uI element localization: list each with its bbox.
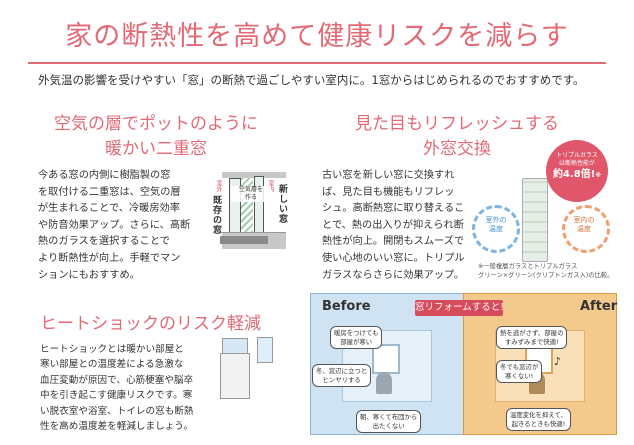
- body-line: や防音効果アップ。さらに、高断: [38, 219, 191, 231]
- music-note-icon: ♪: [554, 355, 562, 368]
- washroom-window-icon: [257, 337, 273, 363]
- before-bubble-morning: 朝、寒くて布団から 出たくない: [356, 410, 422, 433]
- badge-line2: は断熱性能が: [558, 160, 595, 167]
- inside-flow-icon: [562, 205, 610, 253]
- bubble-line: 起きるときも快適!: [511, 419, 566, 428]
- outside-temp-line2: 温度: [489, 225, 503, 233]
- bubble-line: 熱を逃がさず、部屋の: [500, 329, 564, 337]
- triple-glass-note: ※一般複層ガラスとトリプルガラス グリーン×グリーン(クリプトンガス入)の比較。: [478, 262, 614, 280]
- bubble-line: 出たくない: [372, 421, 405, 430]
- before-bubble-window-cold: 冬、窓辺に立つと ヒンヤリする: [312, 364, 372, 387]
- body-line: とで、熱の出入りが抑えられ断: [322, 219, 464, 231]
- after-bubble-window-warm: 冬でも窓辺が 寒くない!: [496, 360, 543, 383]
- body-line: 血圧変動が原因で、心筋梗塞や脳卒: [40, 374, 194, 386]
- heat-shock-heading: ヒートショックのリスク軽減: [40, 314, 261, 334]
- double-window-heading-line2: 暖かい二重窓: [105, 139, 207, 159]
- triple-glass-badge: トリプルガラス は断熱性能が 約4.8倍!※: [546, 140, 608, 202]
- body-line: 熱のガラスを選択することで: [38, 236, 170, 248]
- before-bubble-heating: 暖房をつけても 部屋が寒い: [330, 326, 383, 349]
- note-line1: ※一般複層ガラスとトリプルガラス: [478, 263, 578, 270]
- window-exchange-heading: 見た目もリフレッシュする 外窓交換: [316, 112, 598, 162]
- badge-line3: 約4.8倍!: [552, 169, 596, 180]
- triple-glass-pane-icon: [522, 178, 548, 262]
- washroom-vanity-icon: [220, 353, 250, 399]
- bubble-line: 寒くない!: [505, 371, 534, 380]
- double-window-heading: 空気の層でポットのように 暖かい二重窓: [30, 112, 282, 162]
- body-line: い脱衣室や浴室、トイレの窓も断熱: [40, 405, 194, 417]
- after-bubble-morning: 温度変化を抑えて、 起きるときも快適!: [506, 408, 571, 431]
- air-layer-label-line1: 空気層を: [238, 186, 263, 193]
- bubble-line: ヒンヤリする: [322, 375, 361, 384]
- bubble-line: 温度変化を抑えて、: [510, 411, 567, 419]
- body-line: ば、見た目も機能もリフレッ: [322, 186, 455, 198]
- lead-text: 外気温の影響を受けやすい「窓」の断熱で過ごしやすい室内に。1窓からはじめられるの…: [38, 73, 585, 87]
- air-layer-label: 空気層を 作る: [231, 186, 271, 202]
- window-reform-badge: 窓リフォームすると!: [415, 300, 504, 316]
- body-line: ヒートショックとは暖かい部屋と: [40, 344, 184, 355]
- body-line: シュ。高断熱窓に取り替えるこ: [322, 203, 465, 215]
- inside-temp-label: 室内の 温度: [560, 216, 608, 234]
- before-label: Before: [322, 299, 371, 314]
- heat-shock-body: ヒートショックとは暖かい部屋と 寒い部屋との温度差による急激な 血圧変動が原因で…: [40, 342, 220, 434]
- body-line: 寒い部屋との温度差による急激な: [40, 359, 184, 371]
- inside-temp-line1: 室内の: [573, 216, 595, 224]
- body-line: 熱性が向上。開閉もスムーズで: [322, 236, 465, 248]
- badge-sup: ※: [595, 172, 602, 179]
- air-layer-label-line2: 作る: [244, 194, 257, 201]
- bubble-line: すみずみまで快適!: [504, 337, 559, 346]
- existing-window-label: 既存の窓: [211, 195, 221, 235]
- body-line: ションにもおすすめ。: [38, 269, 140, 281]
- outside-temp-label: 室外の 温度: [472, 216, 520, 234]
- body-line: 性を高め温度差を軽減しましょう。: [40, 421, 193, 433]
- window-exchange-heading-line2: 外窓交換: [423, 139, 491, 159]
- badge-line1: トリプルガラス: [556, 152, 598, 159]
- body-line: 古い窓を新しい窓に交換すれ: [322, 170, 455, 181]
- body-line: 使い心地のいい窓に。トリプル: [322, 252, 465, 264]
- bubble-line: 冬でも窓辺が: [500, 363, 539, 371]
- title-underline: [28, 62, 606, 64]
- after-label: After: [580, 299, 618, 314]
- body-line: より断熱性が向上。手軽でマン: [38, 252, 181, 264]
- inside-temp-line2: 温度: [577, 225, 591, 233]
- window-exchange-body: 古い窓を新しい窓に交換すれ ば、見た目も機能もリフレッ シュ。高断熱窓に取り替え…: [322, 168, 472, 284]
- body-line: を取付ける二重窓は、空気の層: [38, 186, 181, 198]
- before-person-icon: [376, 372, 392, 394]
- outside-flow-icon: [472, 205, 520, 253]
- after-bubble-warmth: 熱を逃がさず、部屋の すみずみまで快適!: [496, 326, 568, 349]
- outside-temp-line1: 室外の: [485, 216, 507, 224]
- bubble-line: 朝、寒くて布団から: [360, 413, 418, 421]
- body-line: が生まれることで、冷暖房効率: [38, 203, 180, 215]
- body-line: 今ある窓の内側に樹脂製の窓: [38, 170, 171, 181]
- outside-label: 室外: [215, 180, 222, 192]
- bubble-line: 暖房をつけても: [334, 329, 379, 337]
- wall-top: [222, 172, 286, 178]
- page-title: 家の断熱性を高めて健康リスクを減らす: [65, 21, 569, 52]
- body-line: 中を引き起こす健康リスクです。寒: [40, 390, 193, 402]
- note-line2: グリーン×グリーン(クリプトンガス入)の比較。: [478, 272, 614, 279]
- bubble-line: 冬、窓辺に立つと: [316, 367, 368, 375]
- double-window-body: 今ある窓の内側に樹脂製の窓 を取付ける二重窓は、空気の層 が生まれることで、冷暖…: [38, 168, 216, 284]
- bubble-line: 部屋が寒い: [340, 337, 373, 346]
- new-window-label: 新しい窓: [277, 184, 287, 224]
- body-line: ガラスならさらに効果アップ。: [322, 269, 465, 281]
- double-window-heading-line1: 空気の層でポットのように: [54, 114, 258, 134]
- window-exchange-heading-line1: 見た目もリフレッシュする: [355, 114, 559, 134]
- window-sill: [220, 236, 268, 244]
